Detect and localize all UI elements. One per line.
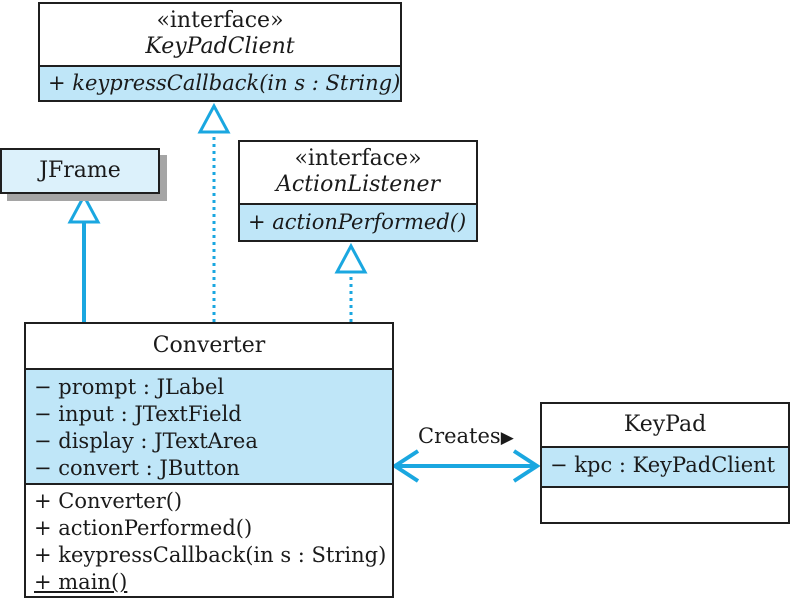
class-keypad: KeyPad − kpc : KeyPadClient	[540, 402, 790, 524]
operation: + actionPerformed()	[34, 516, 253, 540]
operation: + actionPerformed()	[248, 210, 467, 234]
attribute: − prompt : JLabel	[34, 375, 225, 399]
operations-section: + Converter() + actionPerformed() + keyp…	[26, 483, 392, 596]
class-name: KeyPadClient	[145, 34, 295, 59]
association-arrow-left	[391, 449, 420, 483]
class-name: JFrame	[39, 158, 121, 183]
class-name: Converter	[152, 333, 266, 358]
attributes-section: − prompt : JLabel − input : JTextField −…	[26, 368, 392, 483]
class-actionlistener: «interface» ActionListener + actionPerfo…	[238, 140, 478, 242]
realization-triangle-actionlistener	[334, 242, 368, 274]
association-label: Creates▶	[418, 424, 514, 450]
generalization-triangle	[67, 192, 101, 224]
association-arrow-right	[512, 449, 541, 483]
class-jframe: JFrame	[0, 148, 160, 194]
operation: + Converter()	[34, 489, 183, 513]
realization-triangle-keypadclient	[197, 102, 231, 134]
attribute: − kpc : KeyPadClient	[550, 453, 776, 477]
class-converter: Converter − prompt : JLabel − input : JT…	[24, 322, 394, 598]
association-label-text: Creates	[418, 424, 501, 448]
class-keypadclient: «interface» KeyPadClient + keypressCallb…	[38, 2, 402, 102]
attribute: − input : JTextField	[34, 402, 242, 426]
direction-arrow-icon: ▶	[500, 428, 514, 448]
attribute: − convert : JButton	[34, 456, 240, 480]
class-name: KeyPad	[623, 412, 707, 437]
operation: + keypressCallback(in s : String)	[34, 543, 387, 567]
attribute: − display : JTextArea	[34, 429, 258, 453]
class-name: ActionListener	[275, 172, 440, 197]
stereotype-label: «interface»	[294, 146, 422, 171]
stereotype-label: «interface»	[156, 8, 284, 33]
operation: + keypressCallback(in s : String)	[48, 71, 401, 95]
operation-static: + main()	[34, 570, 128, 594]
